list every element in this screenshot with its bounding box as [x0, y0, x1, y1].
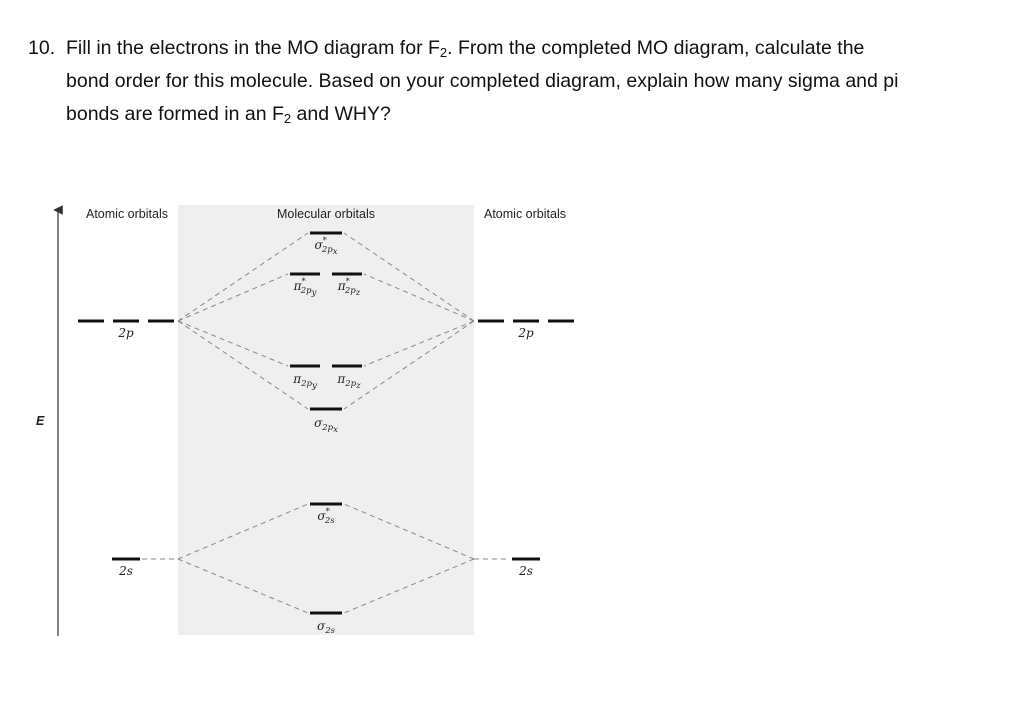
corr-right-2s-sigma-star — [343, 503, 475, 560]
corr-left-2p-sigma — [177, 320, 309, 410]
ao-right-2s-label: 2s — [518, 564, 533, 578]
correlation-lines — [142, 232, 510, 614]
mo-sigma-2px-label: σ2px — [314, 416, 338, 435]
corr-left-2p-pi — [177, 320, 289, 367]
question-number: 10. — [28, 37, 56, 59]
question-line-3-post: and WHY? — [291, 103, 391, 125]
corr-left-2s-sigma-star — [177, 503, 309, 560]
corr-left-2p-sigma-star — [177, 232, 309, 322]
energy-axis-label: E — [36, 414, 45, 428]
f2-subscript-2: 2 — [283, 111, 292, 126]
mo-sigma-2s-label: σ2s — [317, 619, 336, 636]
question-text: 10. Fill in the electrons in the MO diag… — [28, 32, 988, 131]
mo-pi-star-2py-label: π*2py — [293, 277, 317, 298]
question-line-1-pre: Fill in the electrons in the MO diagram … — [66, 37, 440, 59]
mo-pi-2py-label: π2py — [292, 372, 317, 391]
mo-pi-star-2pz-label: π*2pz — [337, 277, 361, 298]
corr-left-2p-pi-star — [177, 273, 289, 322]
corr-right-2p-sigma-star — [343, 232, 475, 322]
header-molecular: Molecular orbitals — [277, 207, 375, 221]
corr-right-2p-sigma — [343, 320, 475, 410]
question-line-1: Fill in the electrons in the MO diagram … — [66, 32, 988, 65]
header-atomic-left: Atomic orbitals — [86, 207, 168, 221]
ao-right-2p-label: 2p — [517, 326, 534, 340]
ao-left-2p-label: 2p — [117, 326, 134, 340]
mo-sigma-star-2px-label: σ*2px — [314, 236, 337, 257]
mo-panel — [178, 205, 474, 635]
corr-left-2s-sigma — [177, 558, 309, 614]
question-line-1-post: . From the completed MO diagram, calcula… — [447, 37, 865, 59]
header-atomic-right: Atomic orbitals — [484, 207, 566, 221]
corr-right-2p-pi — [363, 320, 475, 367]
corr-right-2s-sigma — [343, 558, 475, 614]
mo-pi-2pz-label: π2pz — [336, 372, 361, 391]
question-line-3: bonds are formed in an F2 and WHY? — [66, 98, 988, 131]
corr-right-2p-pi-star — [363, 273, 475, 322]
question-body: Fill in the electrons in the MO diagram … — [66, 32, 988, 131]
ao-left-2s-label: 2s — [118, 564, 133, 578]
mo-sigma-star-2s-label: σ*2s — [317, 507, 335, 526]
question-line-2: bond order for this molecule. Based on y… — [66, 70, 899, 92]
f2-subscript-1: 2 — [439, 45, 448, 60]
question-line-3-pre: bonds are formed in an F — [66, 103, 284, 125]
